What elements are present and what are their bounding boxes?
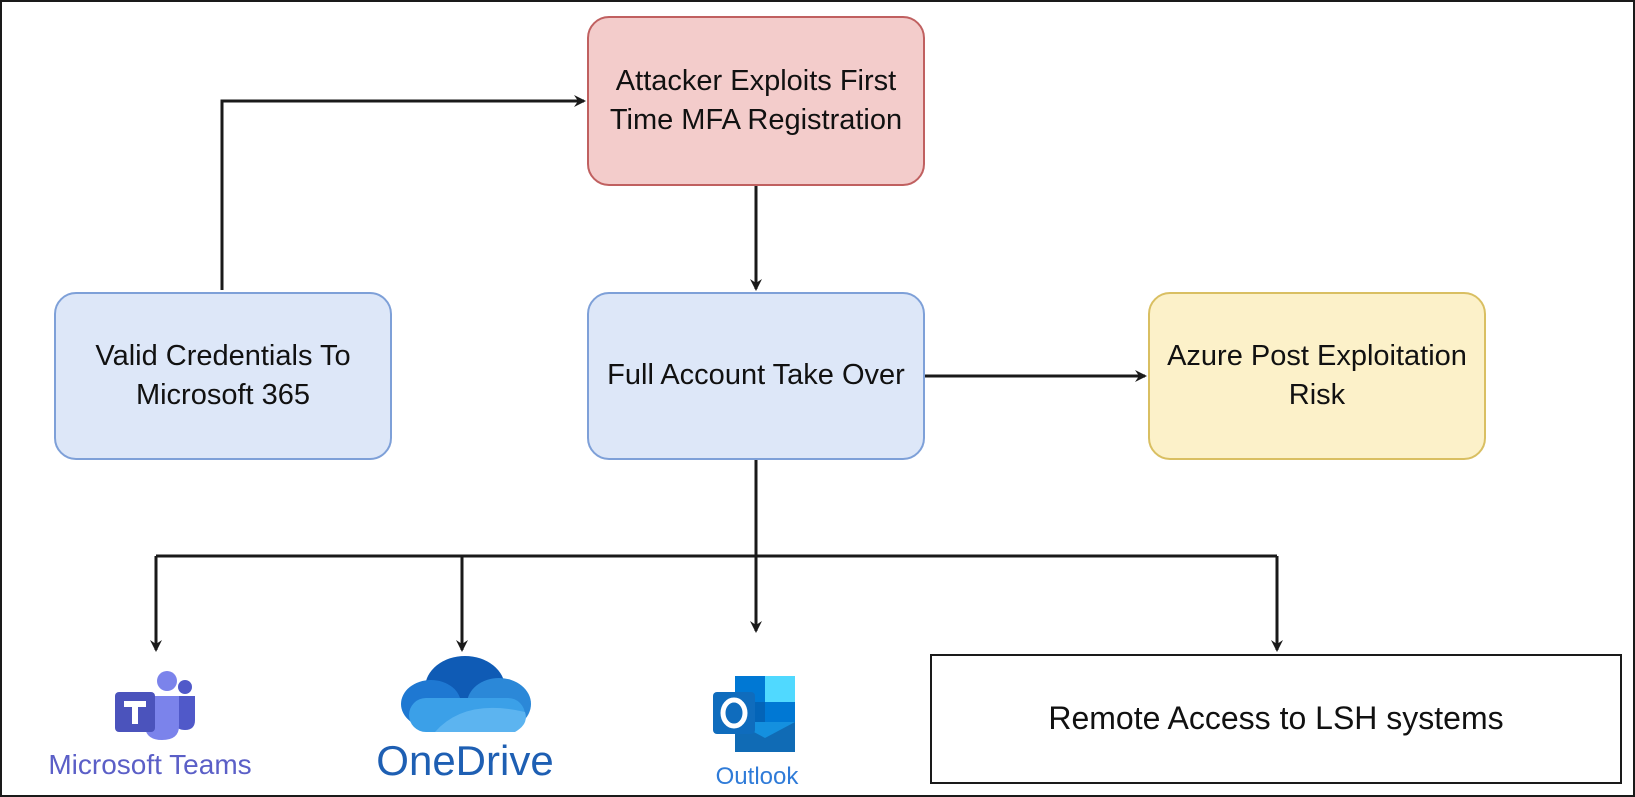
app-microsoft-teams: Microsoft Teams <box>30 670 270 781</box>
node-azure-label: Azure Post Exploitation Risk <box>1167 339 1467 411</box>
node-azure-risk: Azure Post Exploitation Risk <box>1148 292 1486 460</box>
outlook-icon <box>713 676 795 752</box>
node-mfa-label: Attacker Exploits First Time MFA Registr… <box>609 64 903 136</box>
app-onedrive: OneDrive <box>354 652 576 785</box>
connector-credentials-to-mfa <box>220 95 586 290</box>
node-valid-credentials: Valid Credentials To Microsoft 365 <box>54 292 392 460</box>
node-mfa-registration: Attacker Exploits First Time MFA Registr… <box>587 16 925 186</box>
onedrive-label: OneDrive <box>376 737 554 784</box>
microsoft-teams-icon <box>115 671 195 740</box>
microsoft-teams-label: Microsoft Teams <box>48 749 252 780</box>
node-account-takeover: Full Account Take Over <box>587 292 925 460</box>
node-remote-access: Remote Access to LSH systems <box>930 654 1622 784</box>
node-remote-label: Remote Access to LSH systems <box>1048 700 1504 737</box>
node-takeover-label: Full Account Take Over <box>607 359 905 392</box>
app-outlook: Outlook <box>692 672 822 791</box>
outlook-label: Outlook <box>715 763 799 790</box>
onedrive-icon <box>401 656 531 732</box>
node-credentials-label: Valid Credentials To Microsoft 365 <box>95 339 351 411</box>
